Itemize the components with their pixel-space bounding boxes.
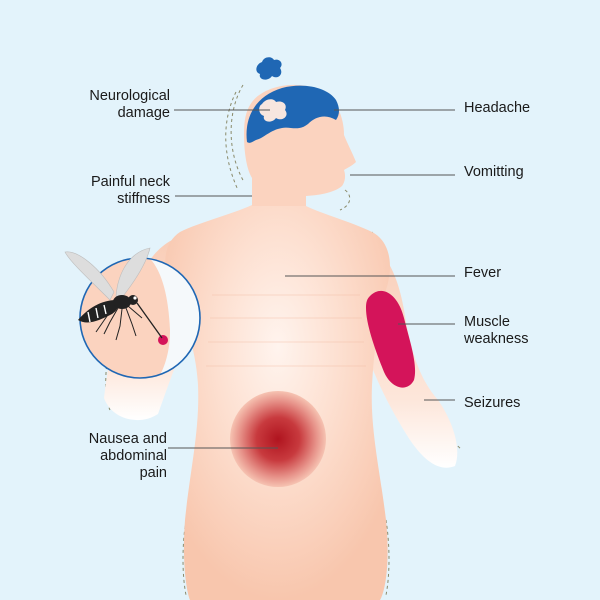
label-seizures: Seizures (464, 395, 521, 411)
label-painful-neck-stiffness: Painful neck stiffness (91, 174, 170, 207)
chest-lines (206, 294, 366, 367)
torso (165, 178, 390, 600)
leader-lines (168, 109, 455, 449)
label-nausea-abdominal-pain: Nausea and abdominal pain (88, 431, 167, 481)
brain-icon (246, 57, 339, 143)
label-headache: Headache (464, 100, 531, 116)
label-vomitting: Vomitting (464, 164, 524, 180)
abdominal-region (230, 391, 326, 487)
label-fever: Fever (464, 265, 502, 281)
muscle-region (366, 290, 416, 388)
label-muscle-weakness: Muscle weakness (464, 314, 529, 347)
label-neurological-damage: Neurological damage (89, 88, 170, 121)
mosquito-icon (64, 247, 163, 341)
